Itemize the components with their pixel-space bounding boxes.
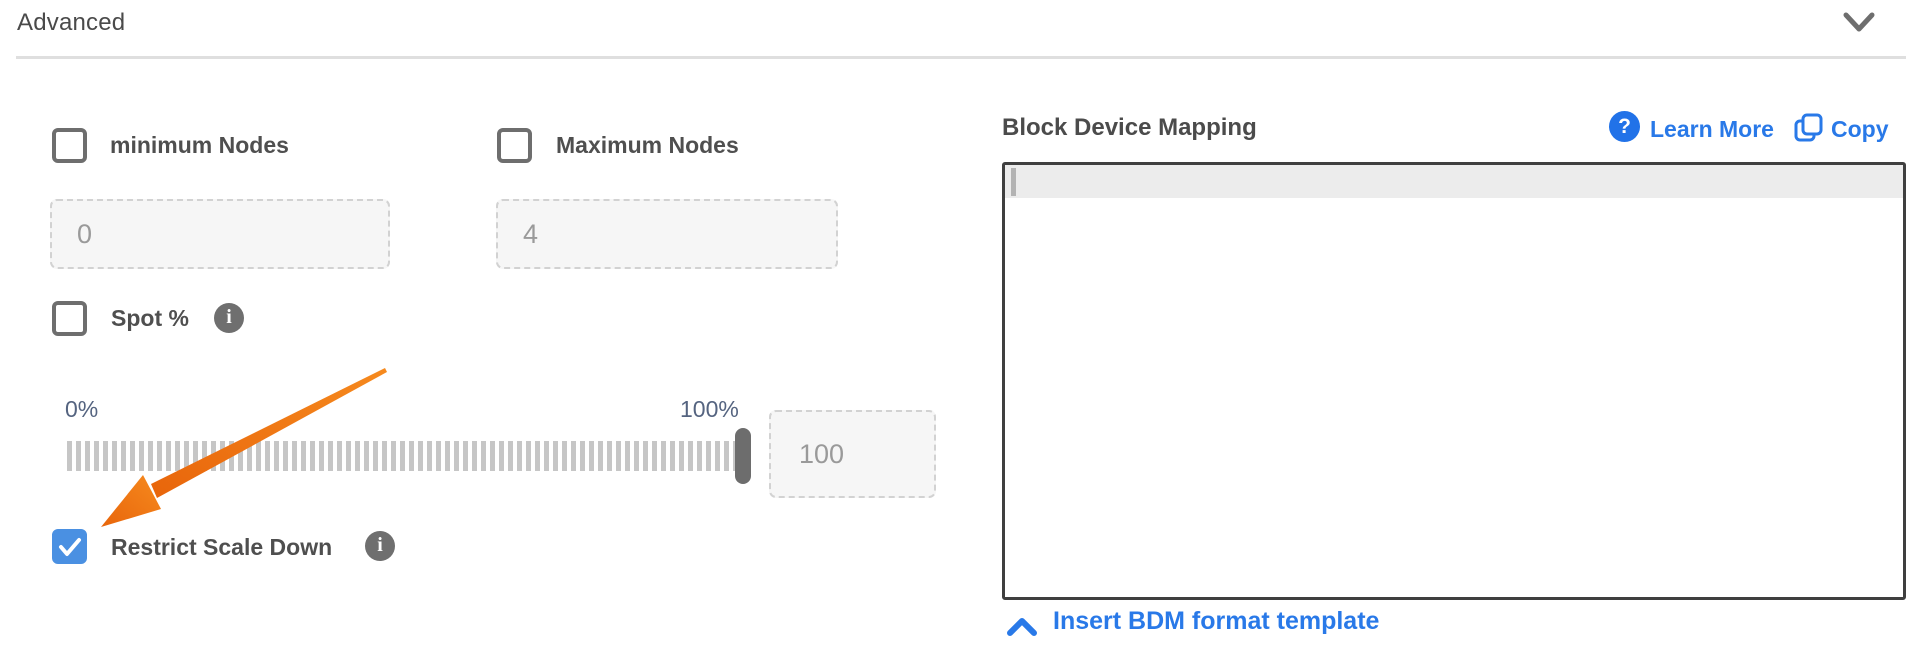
maximum-nodes-input bbox=[496, 199, 838, 269]
copy-icon[interactable] bbox=[1794, 113, 1823, 142]
section-divider bbox=[16, 56, 1906, 59]
learn-more-link[interactable]: Learn More bbox=[1650, 116, 1774, 142]
chevron-up-icon[interactable] bbox=[1007, 617, 1037, 637]
editor-caret bbox=[1011, 168, 1016, 196]
restrict-scale-down-checkbox[interactable] bbox=[52, 529, 87, 564]
slider-max-label: 100% bbox=[680, 396, 739, 422]
editor-active-line bbox=[1005, 165, 1903, 198]
bdm-section-title: Block Device Mapping bbox=[1002, 114, 1257, 141]
maximum-nodes-label: Maximum Nodes bbox=[556, 132, 739, 158]
slider-min-label: 0% bbox=[65, 396, 99, 422]
copy-button-label[interactable]: Copy bbox=[1831, 116, 1889, 142]
restrict-scale-down-label: Restrict Scale Down bbox=[111, 534, 333, 560]
minimum-nodes-label: minimum Nodes bbox=[110, 132, 289, 158]
section-title: Advanced bbox=[17, 9, 126, 36]
spot-percentage-slider[interactable] bbox=[67, 428, 751, 484]
spot-percentage-label: Spot % bbox=[111, 305, 189, 331]
insert-bdm-template-link[interactable]: Insert BDM format template bbox=[1053, 607, 1380, 635]
minimum-nodes-checkbox[interactable] bbox=[52, 128, 87, 163]
question-circle-icon[interactable]: ? bbox=[1609, 111, 1640, 142]
minimum-nodes-input bbox=[50, 199, 390, 269]
bdm-editor[interactable] bbox=[1002, 162, 1906, 600]
spot-percentage-input bbox=[769, 410, 936, 498]
restrict-info-icon[interactable]: i bbox=[365, 531, 395, 561]
maximum-nodes-checkbox[interactable] bbox=[497, 128, 532, 163]
slider-handle[interactable] bbox=[735, 428, 751, 484]
spot-percentage-checkbox[interactable] bbox=[52, 301, 87, 336]
chevron-down-icon[interactable] bbox=[1843, 12, 1875, 34]
spot-info-icon[interactable]: i bbox=[214, 303, 244, 333]
